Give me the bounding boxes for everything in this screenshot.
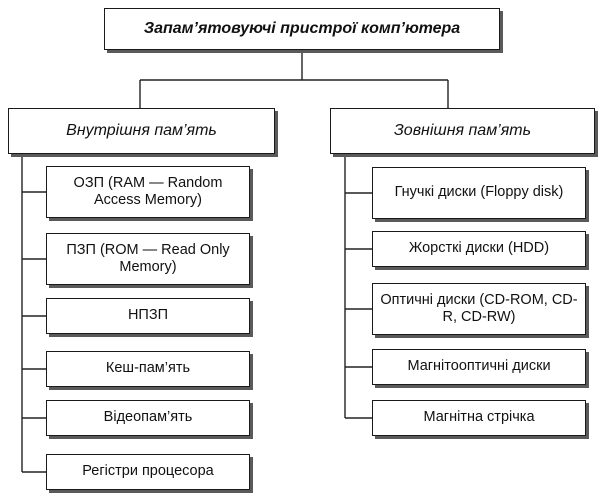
external-item-tape: Магнітна стрічка bbox=[372, 400, 586, 436]
internal-item-nvram: НПЗП bbox=[46, 298, 250, 334]
internal-item-ram: ОЗП (RAM — Random Access Memory) bbox=[46, 166, 250, 218]
internal-item-rom: ПЗП (ROM — Read Only Memory) bbox=[46, 233, 250, 285]
internal-memory-label: Внутрішня пам’ять bbox=[66, 122, 217, 140]
external-memory-label: Зовнішня пам’ять bbox=[393, 122, 532, 140]
external-item-hdd: Жорсткі диски (HDD) bbox=[372, 231, 586, 267]
internal-item-label: ПЗП (ROM — Read Only Memory) bbox=[66, 241, 230, 275]
external-item-label: Магнітооптичні диски bbox=[407, 358, 551, 375]
internal-item-label: Кеш-пам’ять bbox=[105, 360, 191, 377]
external-memory-node: Зовнішня пам’ять bbox=[330, 108, 595, 154]
root-label: Запам’ятовуючі пристрої комп’ютера bbox=[143, 20, 461, 38]
external-item-floppy: Гнучкі диски (Floppy disk) bbox=[372, 167, 586, 219]
internal-item-label: Відеопам’ять bbox=[103, 409, 193, 426]
external-item-label: Жорсткі диски (HDD) bbox=[408, 240, 550, 257]
internal-item-cache: Кеш-пам’ять bbox=[46, 351, 250, 387]
internal-item-label: ОЗП (RAM — Random Access Memory) bbox=[73, 174, 223, 208]
root-node: Запам’ятовуючі пристрої комп’ютера bbox=[104, 8, 500, 50]
internal-item-label: НПЗП bbox=[127, 307, 169, 324]
internal-item-video-memory: Відеопам’ять bbox=[46, 400, 250, 436]
internal-item-cpu-registers: Регістри процесора bbox=[46, 454, 250, 490]
external-item-label: Гнучкі диски (Floppy disk) bbox=[394, 184, 564, 201]
internal-item-label: Регістри процесора bbox=[82, 463, 214, 480]
external-item-optical: Оптичні диски (CD-ROM, CD-R, CD-RW) bbox=[372, 283, 586, 335]
external-item-label: Магнітна стрічка bbox=[423, 409, 535, 426]
internal-memory-node: Внутрішня пам’ять bbox=[8, 108, 275, 154]
external-item-label: Оптичні диски (CD-ROM, CD-R, CD-RW) bbox=[380, 291, 578, 325]
external-item-magneto-optical: Магнітооптичні диски bbox=[372, 349, 586, 385]
